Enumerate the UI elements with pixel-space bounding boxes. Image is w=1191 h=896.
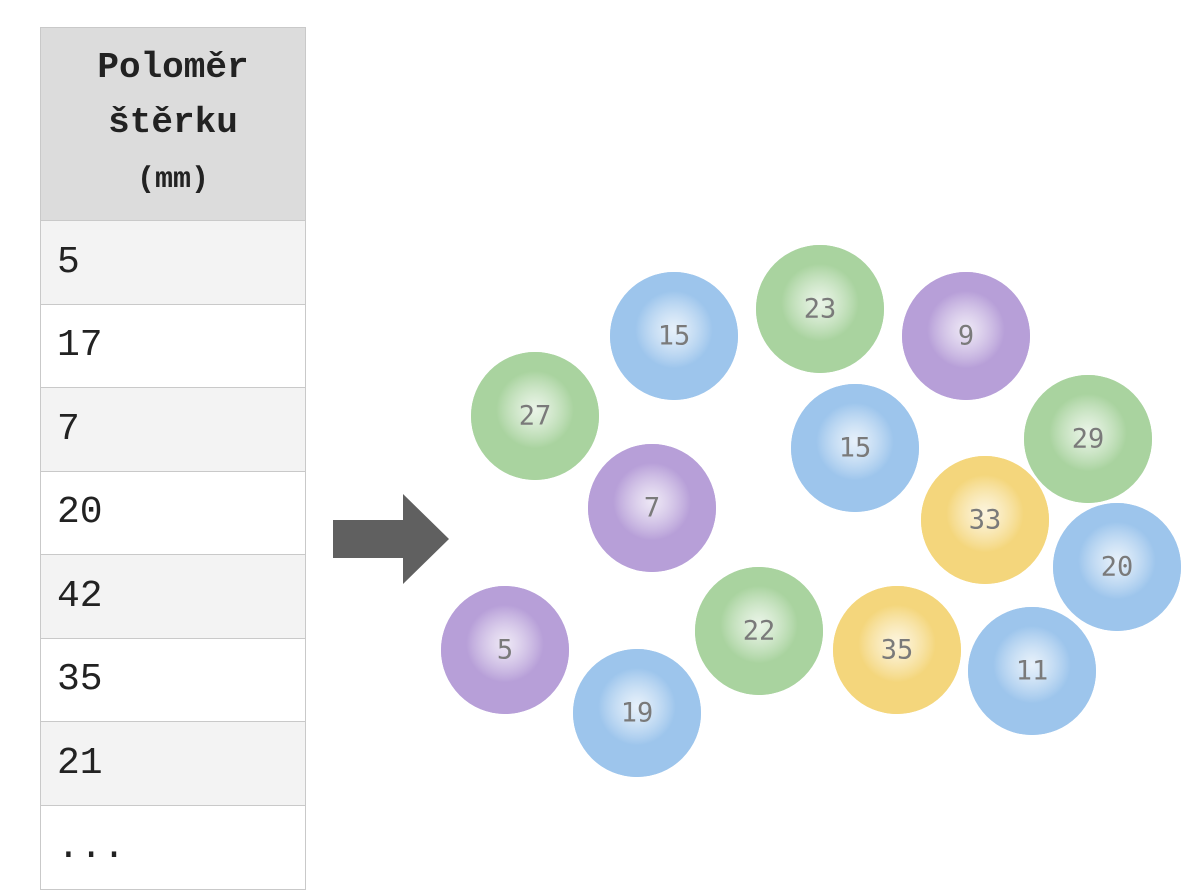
stone: 15 (610, 272, 738, 400)
stone: 11 (968, 607, 1096, 735)
stone: 35 (833, 586, 961, 714)
stone-shading (902, 272, 1030, 400)
stone: 15 (791, 384, 919, 512)
stone: 27 (471, 352, 599, 480)
table-row: 42 (41, 555, 305, 639)
right-arrow-icon (333, 494, 449, 584)
stone-shading (695, 567, 823, 695)
stone-label: 11 (1016, 656, 1049, 687)
stone-shading (791, 384, 919, 512)
stone-shading (441, 586, 569, 714)
stone-shading (833, 586, 961, 714)
table-header-label: Poloměr štěrku (mm) (97, 40, 248, 208)
stone-label: 9 (958, 321, 974, 352)
stone-label: 5 (497, 635, 513, 666)
stone: 23 (756, 245, 884, 373)
stone-label: 20 (1101, 552, 1134, 583)
header-line-1: Poloměr (97, 47, 249, 88)
stone-shading (1053, 503, 1181, 631)
stone-label: 27 (519, 401, 552, 432)
stone-label: 23 (804, 294, 837, 325)
stone-shading (968, 607, 1096, 735)
stone: 5 (441, 586, 569, 714)
table-row: ... (41, 805, 305, 889)
stone-shading (756, 245, 884, 373)
stone-label: 22 (743, 616, 776, 647)
header-unit: (mm) (136, 163, 209, 197)
stone-label: 29 (1072, 424, 1105, 455)
table-row: 5 (41, 221, 305, 305)
table-row: 21 (41, 722, 305, 806)
stone-shading (573, 649, 701, 777)
stone-label: 33 (969, 505, 1002, 536)
stone-shading (610, 272, 738, 400)
stone: 19 (573, 649, 701, 777)
table-row: 20 (41, 471, 305, 555)
stone-label: 15 (839, 433, 872, 464)
stone-shading (588, 444, 716, 572)
stone-label: 15 (658, 321, 691, 352)
stone: 33 (921, 456, 1049, 584)
stone: 22 (695, 567, 823, 695)
stone-label: 19 (621, 698, 654, 729)
stone-shading (471, 352, 599, 480)
stone-label: 7 (644, 493, 660, 524)
table-header: Poloměr štěrku (mm) (41, 28, 305, 221)
table-row: 35 (41, 638, 305, 722)
table-row: 7 (41, 388, 305, 472)
stone: 20 (1053, 503, 1181, 631)
stone: 9 (902, 272, 1030, 400)
stone-label: 35 (881, 635, 914, 666)
stone: 29 (1024, 375, 1152, 503)
table-row: 17 (41, 304, 305, 388)
stone-shading (1024, 375, 1152, 503)
stone-shading (921, 456, 1049, 584)
header-line-2: štěrku (108, 102, 238, 143)
stone: 7 (588, 444, 716, 572)
